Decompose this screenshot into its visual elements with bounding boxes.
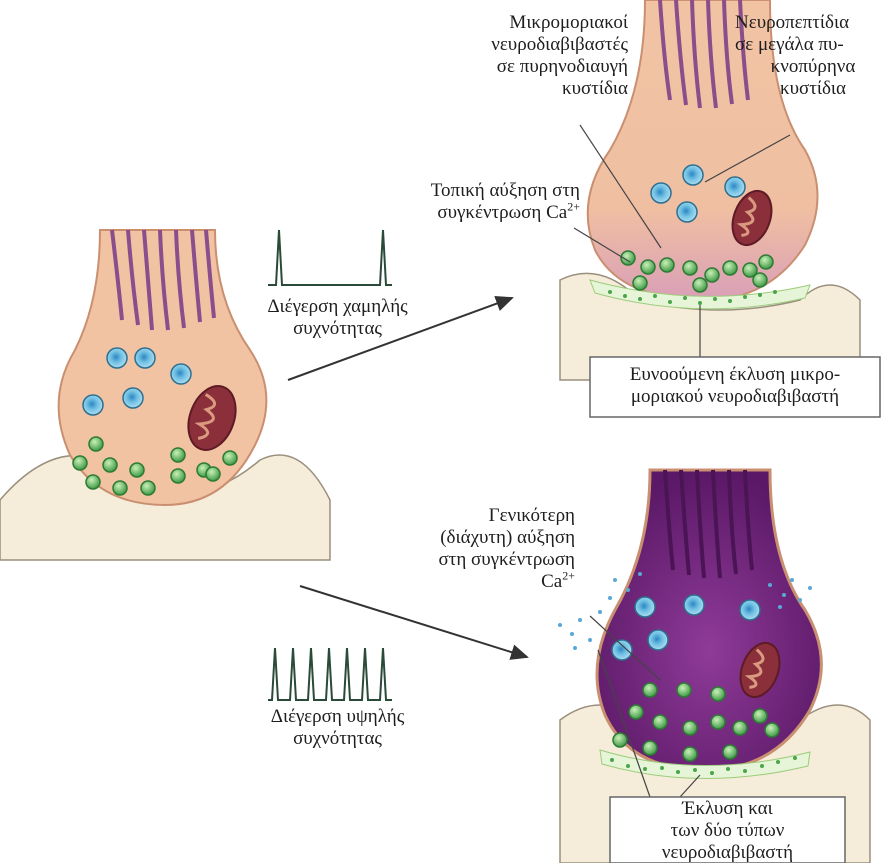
label-small-molecule: Μικρομοριακοί νευροδιαβιβαστές σε πυρηνο… [448, 12, 628, 100]
high-frequency-trace [268, 648, 392, 700]
bottom-right-terminal [597, 470, 821, 770]
left-synapse [0, 230, 330, 560]
label-high-frequency: Διέγερση υψηλής συχνότητας [245, 706, 430, 750]
label-preferential-release: Ευνοούμενη έκλυση μικρο- μοριακού νευροδ… [592, 364, 878, 408]
label-local-ca: Τοπική αύξηση στη συγκέντρωση Ca2+ [380, 180, 580, 224]
low-frequency-trace [268, 230, 392, 285]
label-neuropeptides: Νευροπεπτίδια σε μεγάλα πυ- κνοπύρηνα κυ… [735, 12, 891, 100]
label-both-release: Έκλυση και των δύο τύπων νευροδιαβιβαστή [612, 798, 843, 864]
label-general-ca: Γενικότερη (διάχυτη) αύξηση στη συγκέντρ… [385, 505, 575, 593]
label-low-frequency: Διέγερση χαμηλής συχνότητας [245, 296, 430, 340]
arrow-high [300, 586, 527, 657]
